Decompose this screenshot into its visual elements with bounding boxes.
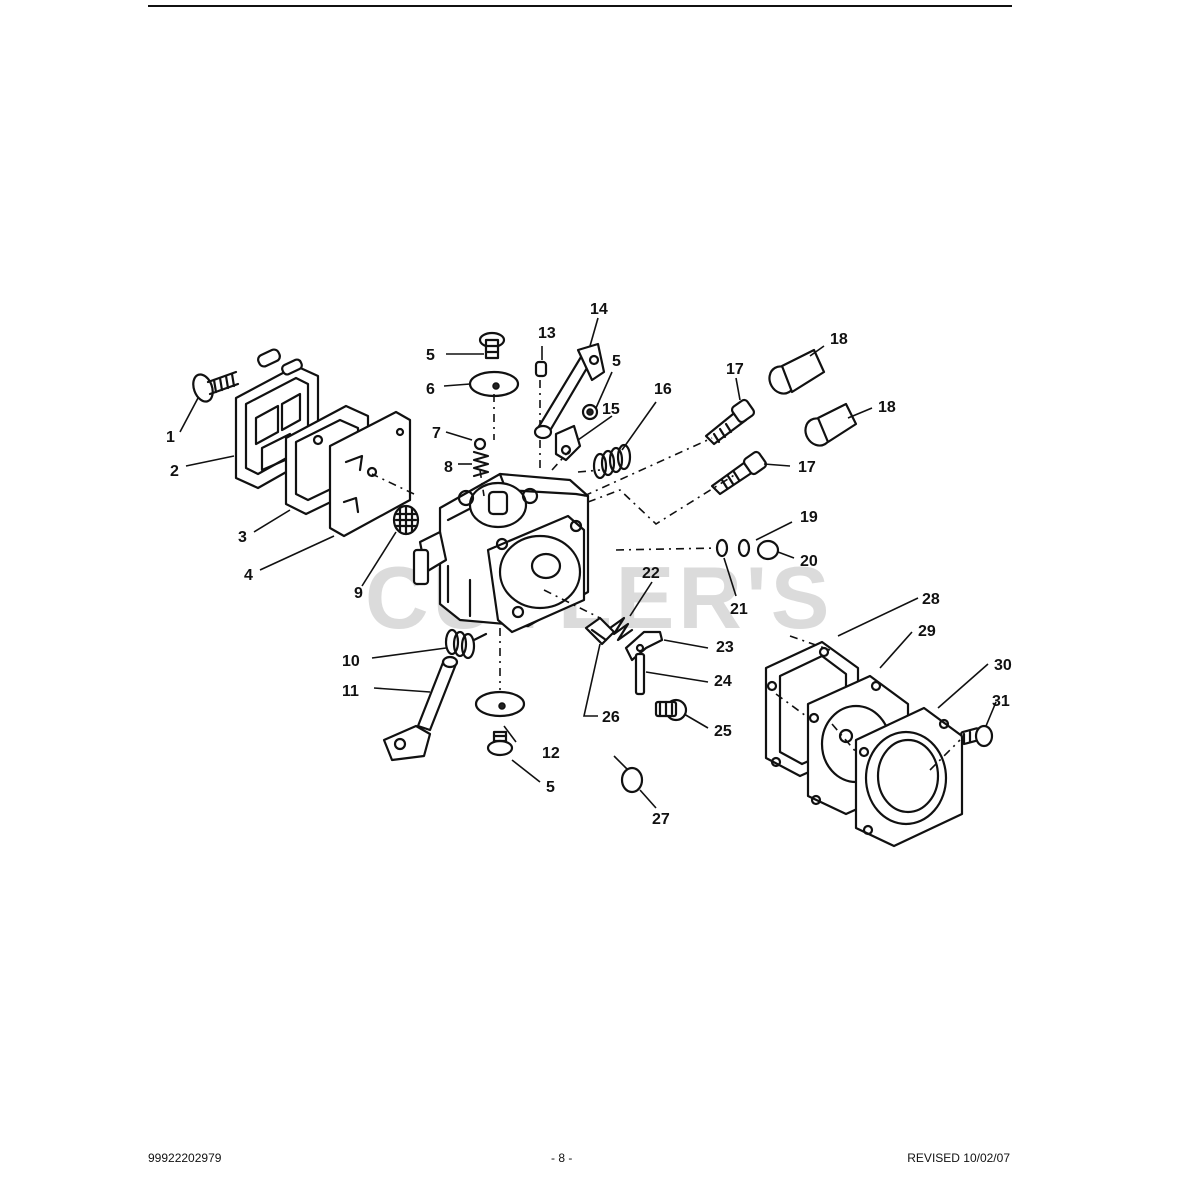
part-7-ball bbox=[473, 437, 487, 451]
part-13-plug bbox=[534, 360, 548, 378]
callout-24: 24 bbox=[714, 673, 732, 690]
callout-5-shaft: 5 bbox=[612, 353, 621, 370]
part-4-pump-diaphragm bbox=[328, 410, 412, 538]
part-27-o-ring bbox=[620, 766, 644, 794]
part-5-top-screw bbox=[478, 331, 506, 360]
callout-17-lower: 17 bbox=[798, 459, 816, 476]
callout-16: 16 bbox=[654, 381, 672, 398]
part-8-detent-spring bbox=[472, 450, 490, 478]
callout-29: 29 bbox=[918, 623, 936, 640]
callout-21: 21 bbox=[730, 601, 748, 618]
part-23-metering-lever bbox=[624, 630, 664, 662]
part-22-metering-spring bbox=[608, 616, 634, 642]
part-19-clip bbox=[737, 538, 751, 558]
part-11-choke-shaft bbox=[382, 655, 459, 762]
part-5-bottom-screw bbox=[486, 730, 514, 757]
callout-5-bottom: 5 bbox=[546, 779, 555, 796]
part-18-lower-limiter-cap bbox=[804, 402, 858, 447]
callout-2: 2 bbox=[170, 463, 179, 480]
callout-17-upper: 17 bbox=[726, 361, 744, 378]
callout-22: 22 bbox=[642, 565, 660, 582]
callout-7: 7 bbox=[432, 425, 441, 442]
part-25-lever-screw bbox=[654, 698, 688, 722]
part-17-upper-needle bbox=[704, 398, 756, 446]
footer-revised-date: REVISED 10/02/07 bbox=[907, 1151, 1010, 1165]
callout-4: 4 bbox=[244, 567, 253, 584]
part-12-choke-disc bbox=[474, 690, 526, 718]
callout-20: 20 bbox=[800, 553, 818, 570]
callout-8: 8 bbox=[444, 459, 453, 476]
callout-30: 30 bbox=[994, 657, 1012, 674]
top-rule bbox=[148, 5, 1012, 7]
assembly-lines bbox=[371, 380, 961, 771]
callout-14: 14 bbox=[590, 301, 608, 318]
part-16-spring bbox=[592, 443, 632, 480]
callout-1: 1 bbox=[166, 429, 175, 446]
part-10-return-spring bbox=[444, 628, 488, 660]
part-17-lower-needle bbox=[710, 450, 768, 496]
callout-12: 12 bbox=[542, 745, 560, 762]
callout-26: 26 bbox=[602, 709, 620, 726]
footer-page-number: - 8 - bbox=[551, 1151, 573, 1165]
callout-10: 10 bbox=[342, 653, 360, 670]
part-24-lever-pin bbox=[634, 652, 646, 696]
callout-28: 28 bbox=[922, 591, 940, 608]
part-18-upper-limiter-cap bbox=[768, 348, 826, 395]
part-30-metering-cover bbox=[854, 706, 964, 848]
callout-9: 9 bbox=[354, 585, 363, 602]
callout-19: 19 bbox=[800, 509, 818, 526]
callout-31: 31 bbox=[992, 693, 1010, 710]
callout-labels: 1 2 3 4 5 6 7 8 9 10 11 12 5 13 14 5 15 … bbox=[166, 301, 1012, 828]
callout-6: 6 bbox=[426, 381, 435, 398]
callout-18-upper: 18 bbox=[830, 331, 848, 348]
callout-18-lower: 18 bbox=[878, 399, 896, 416]
callout-13: 13 bbox=[538, 325, 556, 342]
callout-27: 27 bbox=[652, 811, 670, 828]
callout-15: 15 bbox=[602, 401, 620, 418]
part-31-cover-screw bbox=[960, 724, 994, 748]
part-14-throttle-shaft bbox=[533, 342, 606, 440]
part-1-screw bbox=[192, 370, 240, 403]
part-9-filter-screen bbox=[392, 504, 420, 536]
part-20-bushing bbox=[756, 539, 780, 561]
part-5-shaft-screw bbox=[581, 403, 599, 421]
callout-5-top: 5 bbox=[426, 347, 435, 364]
part-26-inlet-needle bbox=[584, 616, 616, 646]
callout-11: 11 bbox=[342, 683, 359, 700]
part-15-throttle-lever bbox=[554, 424, 582, 462]
part-6-throttle-disc bbox=[468, 370, 520, 398]
carburetor-body bbox=[412, 472, 590, 634]
callout-25: 25 bbox=[714, 723, 732, 740]
leader-lines bbox=[179, 317, 997, 809]
callout-3: 3 bbox=[238, 529, 247, 546]
footer-part-number: 99922202979 bbox=[148, 1151, 222, 1165]
callout-23: 23 bbox=[716, 639, 734, 656]
